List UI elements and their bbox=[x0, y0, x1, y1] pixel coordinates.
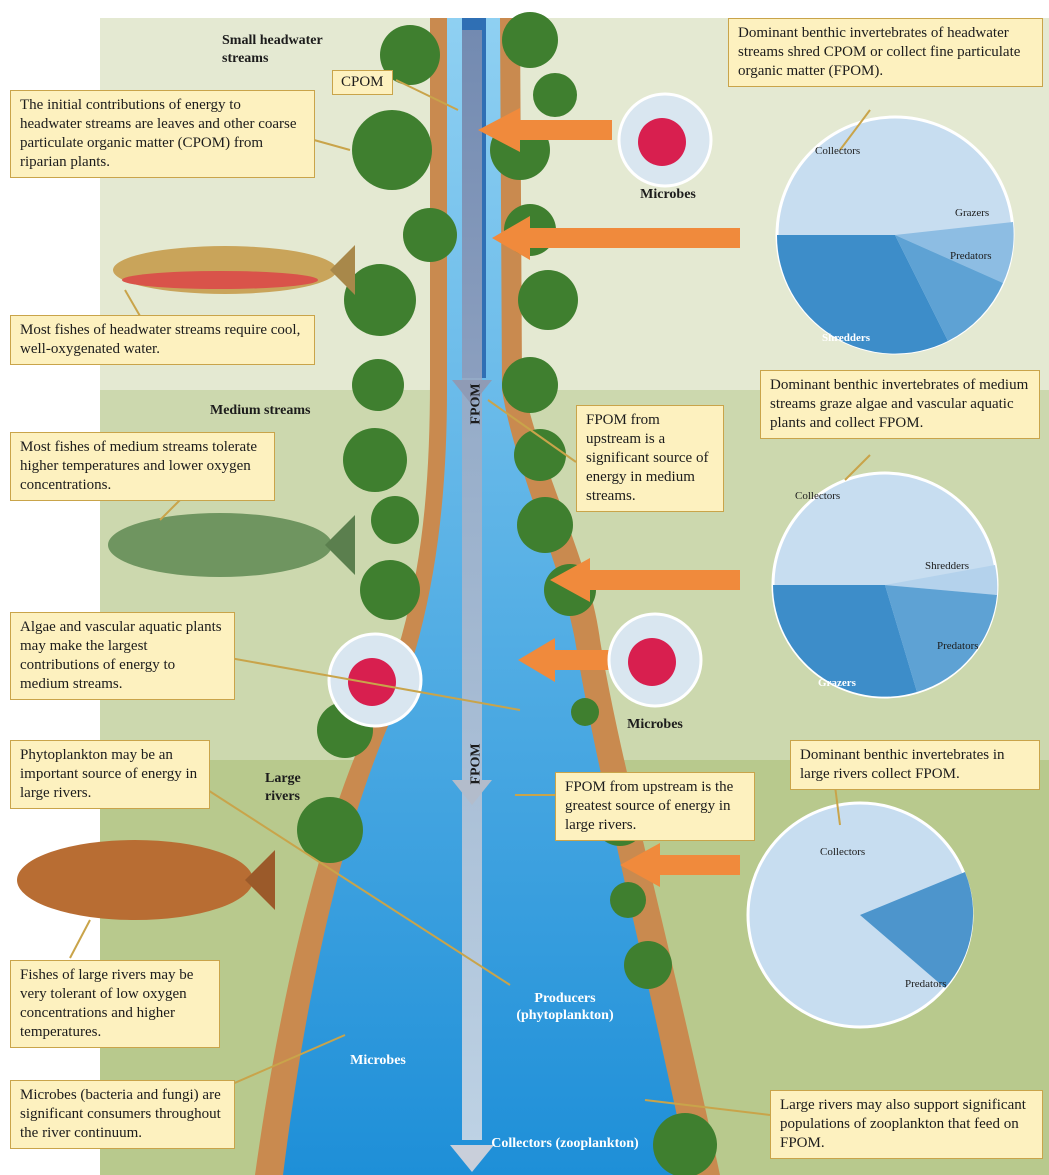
producers-label: Producers (phytoplankton) bbox=[490, 990, 640, 1024]
callout-medium-inverts: Dominant benthic invertebrates of medium… bbox=[760, 370, 1040, 439]
callout-medium-fish: Most fishes of medium streams tolerate h… bbox=[10, 432, 275, 501]
pie-headwater-predators: Predators bbox=[950, 250, 992, 262]
zone-label-medium: Medium streams bbox=[210, 402, 350, 420]
callout-large-inverts: Dominant benthic invertebrates in large … bbox=[790, 740, 1040, 790]
zone-label-headwater: Small headwater streams bbox=[222, 32, 362, 68]
callout-phytoplankton: Phytoplankton may be an important source… bbox=[10, 740, 210, 809]
callout-large-fish: Fishes of large rivers may be very toler… bbox=[10, 960, 220, 1048]
cpom-label: CPOM bbox=[332, 70, 393, 95]
pie-headwater-collectors: Collectors bbox=[815, 145, 860, 157]
pie-large-predators: Predators bbox=[905, 978, 947, 990]
microbe-disk-1 bbox=[619, 94, 711, 186]
pie-headwater-grazers: Grazers bbox=[955, 207, 989, 219]
pie-large-collectors: Collectors bbox=[820, 846, 865, 858]
callout-microbes: Microbes (bacteria and fungi) are signif… bbox=[10, 1080, 235, 1149]
fpom-label-2: FPOM bbox=[469, 743, 485, 784]
pie-medium-grazers: Grazers bbox=[818, 677, 856, 689]
callout-algae: Algae and vascular aquatic plants may ma… bbox=[10, 612, 235, 700]
pie-headwater-shredders: Shredders bbox=[822, 332, 870, 344]
pie-large bbox=[748, 803, 973, 1027]
pie-medium-collectors: Collectors bbox=[795, 490, 840, 502]
callout-headwater-fish: Most fishes of headwater streams require… bbox=[10, 315, 315, 365]
callout-fpom-large: FPOM from upstream is the greatest sourc… bbox=[555, 772, 755, 841]
zone-label-large: Large rivers bbox=[265, 770, 325, 806]
microbes-label-2: Microbes bbox=[615, 716, 695, 733]
callout-initial-energy: The initial contributions of energy to h… bbox=[10, 90, 315, 178]
pie-medium bbox=[773, 473, 997, 697]
microbes-label-3: Microbes bbox=[338, 1052, 418, 1069]
flow-arrow-shaft bbox=[462, 30, 482, 1140]
fpom-label-1: FPOM bbox=[469, 383, 485, 424]
microbe-disk-2 bbox=[609, 614, 701, 706]
microbes-label-1: Microbes bbox=[628, 186, 708, 203]
callout-zooplankton: Large rivers may also support significan… bbox=[770, 1090, 1043, 1159]
callout-fpom-medium: FPOM from upstream is a significant sour… bbox=[576, 405, 724, 512]
pie-medium-shredders: Shredders bbox=[925, 560, 969, 572]
pie-headwater bbox=[777, 117, 1014, 354]
microbe-disk-3 bbox=[329, 634, 421, 726]
collectors-zooplankton-label: Collectors (zooplankton) bbox=[490, 1135, 640, 1152]
callout-headwater-inverts: Dominant benthic invertebrates of headwa… bbox=[728, 18, 1043, 87]
pie-medium-predators: Predators bbox=[937, 640, 979, 652]
